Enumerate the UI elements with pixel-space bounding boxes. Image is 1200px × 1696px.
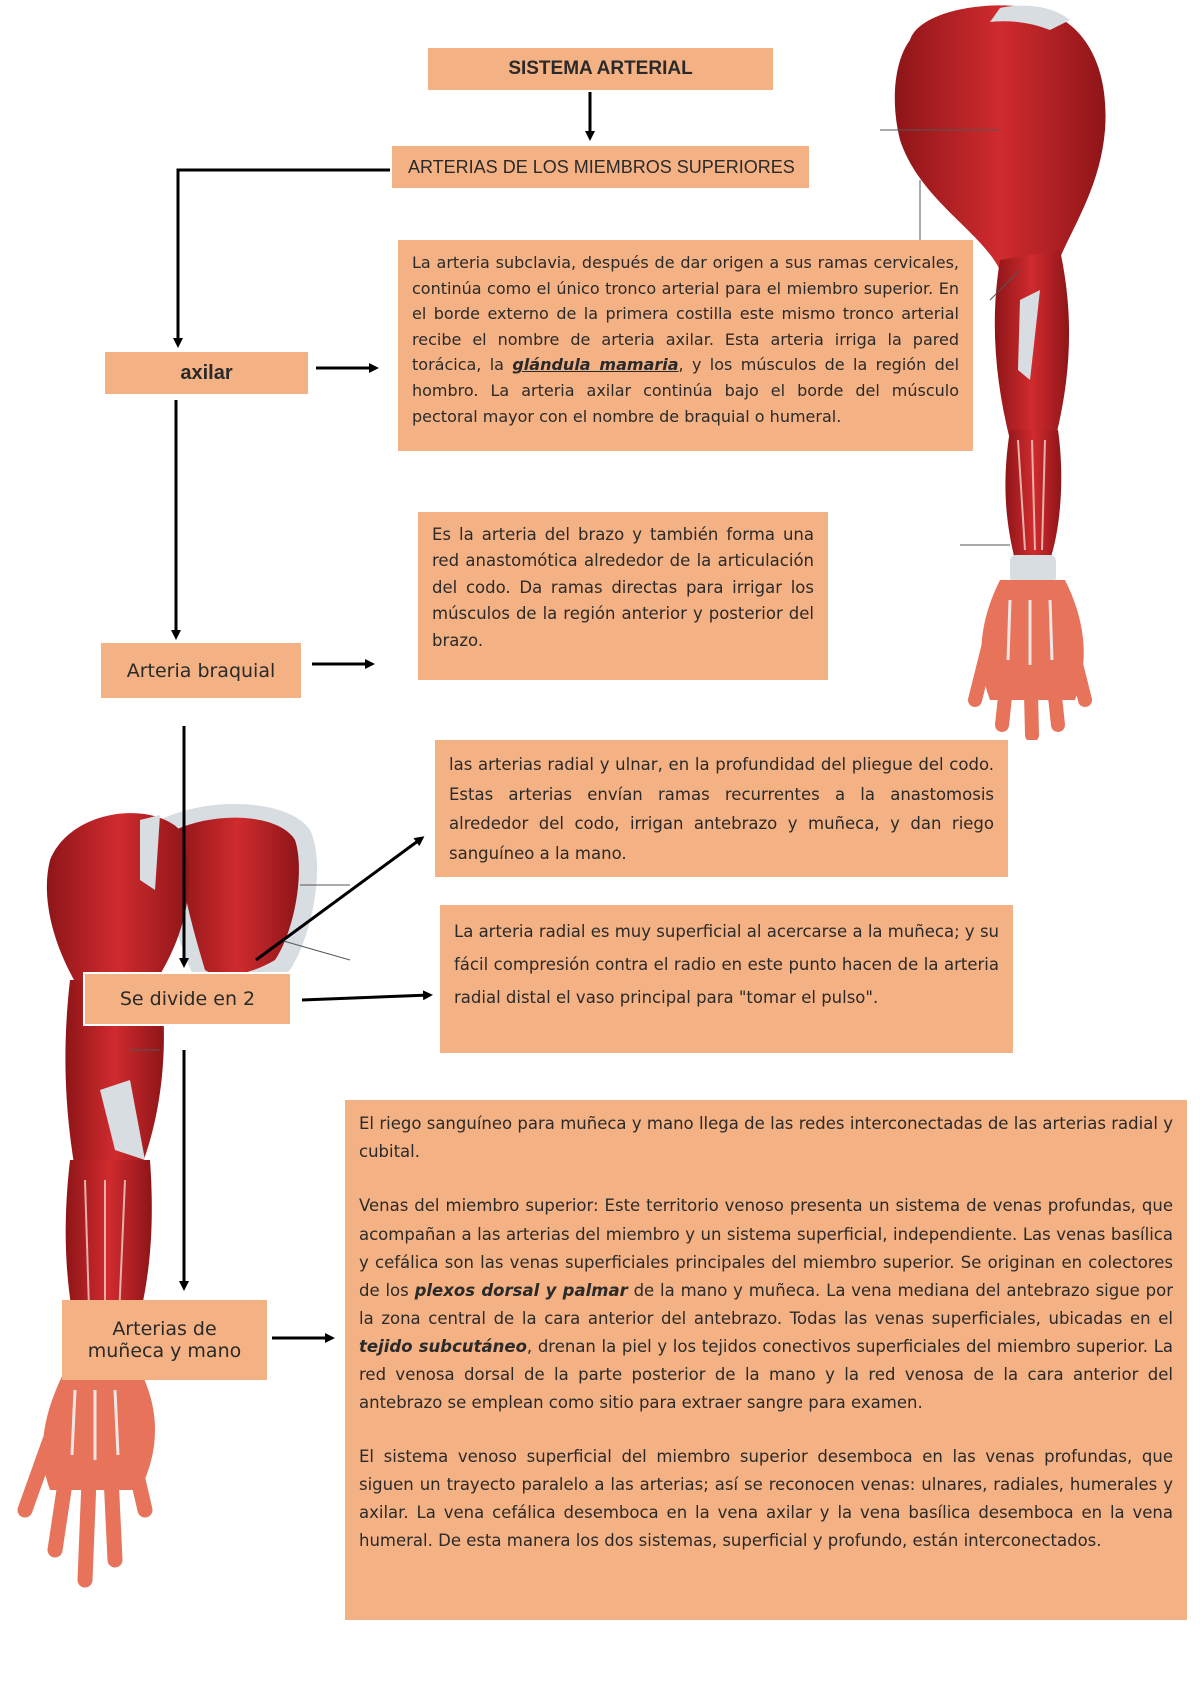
text-muneca-p2d: tejido subcutáneo xyxy=(359,1336,527,1356)
text-muneca-p3: El sistema venoso superficial del miembr… xyxy=(359,1447,1173,1551)
text-muneca-p2e: , drenan la piel y los tejidos conectivo… xyxy=(359,1336,1174,1412)
text-muneca-venas: El riego sanguíneo para muñeca y mano ll… xyxy=(345,1100,1187,1620)
text-axilar-before: La arteria subclavia, después de dar ori… xyxy=(412,253,959,375)
node-arteria-braquial: Arteria braquial xyxy=(101,643,301,698)
text-muneca-p1: El riego sanguíneo para muñeca y mano ll… xyxy=(359,1114,1173,1162)
node-axilar: axilar xyxy=(105,352,308,394)
text-arteria-radial: La arteria radial es muy superficial al … xyxy=(440,905,1013,1053)
node-arterias-muneca-mano: Arterias de muñeca y mano xyxy=(62,1300,267,1380)
text-braquial: Es la arteria del brazo y también forma … xyxy=(418,512,828,680)
text-axilar-link: glándula mamaria xyxy=(512,355,679,375)
page-title: SISTEMA ARTERIAL xyxy=(428,48,773,90)
top-arm-illustration-icon xyxy=(880,5,1106,740)
node-muneca-line-1: Arterias de xyxy=(112,1318,217,1340)
section-subtitle: ARTERIAS DE LOS MIEMBROS SUPERIORES xyxy=(392,146,809,188)
node-muneca-line-2: muñeca y mano xyxy=(87,1340,242,1362)
text-muneca-p2: Venas del miembro superior: Este territo… xyxy=(359,1192,1173,1416)
text-muneca-p2a: Venas del miembro superior: Este territo… xyxy=(359,1196,1173,1300)
text-muneca-p2b: plexos dorsal y palmar xyxy=(414,1280,628,1300)
text-muneca-p2c: de la mano y muñeca. La vena mediana del… xyxy=(359,1280,1174,1328)
text-axilar: La arteria subclavia, después de dar ori… xyxy=(398,240,973,451)
text-axilar-after: , y los músculos de la región del hombro… xyxy=(412,355,960,426)
node-se-divide-en-2: Se divide en 2 xyxy=(83,972,292,1026)
text-radial-ulnar: las arterias radial y ulnar, en la profu… xyxy=(435,740,1008,877)
